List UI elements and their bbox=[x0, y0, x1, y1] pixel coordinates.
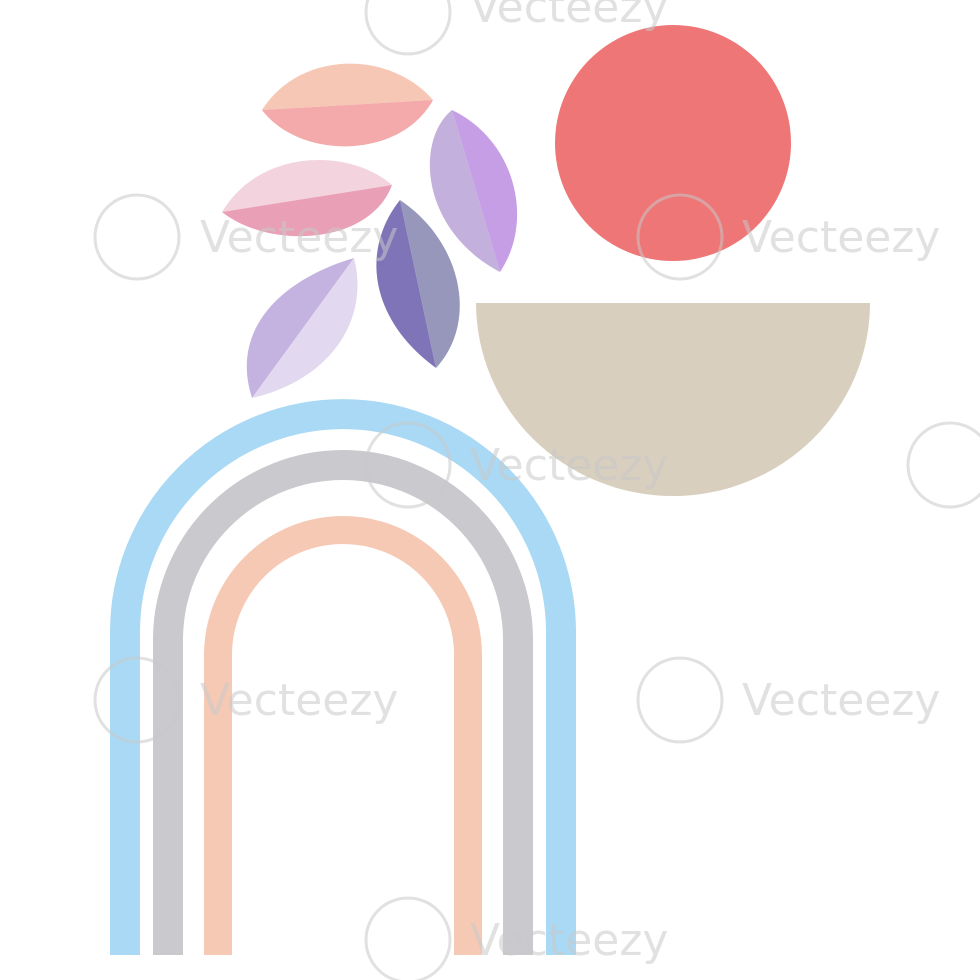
leaf-indigo-left-half bbox=[376, 200, 436, 368]
watermark-tile: Vecteezy bbox=[636, 656, 940, 744]
watermark-text: Vecteezy bbox=[200, 212, 398, 263]
leaf-lilac-left-half bbox=[429, 110, 500, 272]
vecteezy-logo-icon bbox=[364, 421, 452, 509]
arch-inner-band bbox=[204, 516, 482, 955]
leaf-peach-top-half bbox=[262, 63, 433, 110]
leaf-pink-top-half bbox=[222, 159, 392, 212]
leaf-lavender bbox=[246, 258, 358, 398]
vecteezy-logo-icon bbox=[93, 193, 181, 281]
vecteezy-logo-icon bbox=[364, 896, 452, 980]
watermark-tile: Vecteezy bbox=[364, 896, 668, 980]
watermark-tile: Vecteezy bbox=[636, 193, 940, 281]
watermark-tile: Vecteezy bbox=[364, 0, 668, 56]
arch-middle-band bbox=[153, 450, 533, 955]
leaf-pink-bottom-half bbox=[222, 185, 392, 237]
leaf-peach bbox=[262, 63, 433, 147]
vecteezy-logo-icon bbox=[364, 0, 452, 56]
rainbow-arch bbox=[110, 399, 576, 955]
watermark-text: Vecteezy bbox=[470, 440, 668, 491]
watermark-tile: Vecteezy bbox=[93, 656, 398, 744]
leaf-peach-bottom-half bbox=[262, 100, 433, 147]
watermark-tile: Vecteezy bbox=[93, 193, 398, 281]
watermark-text: Vecteezy bbox=[470, 0, 668, 33]
leaf-lavender-left-half bbox=[246, 258, 354, 398]
arch-outer-band bbox=[110, 399, 576, 955]
watermark-tile bbox=[906, 421, 980, 509]
vecteezy-logo-icon bbox=[906, 421, 980, 509]
vecteezy-logo-icon bbox=[636, 193, 724, 281]
watermark-text: Vecteezy bbox=[742, 212, 940, 263]
leaf-lilac-right-half bbox=[452, 110, 518, 272]
vecteezy-logo-icon bbox=[636, 656, 724, 744]
leaf-lavender-right-half bbox=[252, 258, 358, 398]
leaf-branch bbox=[222, 63, 518, 398]
watermark-text: Vecteezy bbox=[742, 675, 940, 726]
watermark-overlay: Vecteezy Vecteezy Vecteezy Vecteezy Vect… bbox=[93, 0, 980, 980]
sun-circle bbox=[555, 25, 791, 261]
vecteezy-logo-icon bbox=[93, 656, 181, 744]
leaf-indigo bbox=[376, 200, 460, 368]
leaf-lilac bbox=[429, 110, 518, 272]
bowl-shape bbox=[476, 303, 870, 496]
watermark-text: Vecteezy bbox=[200, 675, 398, 726]
leaf-indigo-right-half bbox=[400, 200, 460, 368]
leaf-pink bbox=[222, 159, 392, 237]
watermark-text: Vecteezy bbox=[470, 915, 668, 966]
watermark-tile: Vecteezy bbox=[364, 421, 668, 509]
